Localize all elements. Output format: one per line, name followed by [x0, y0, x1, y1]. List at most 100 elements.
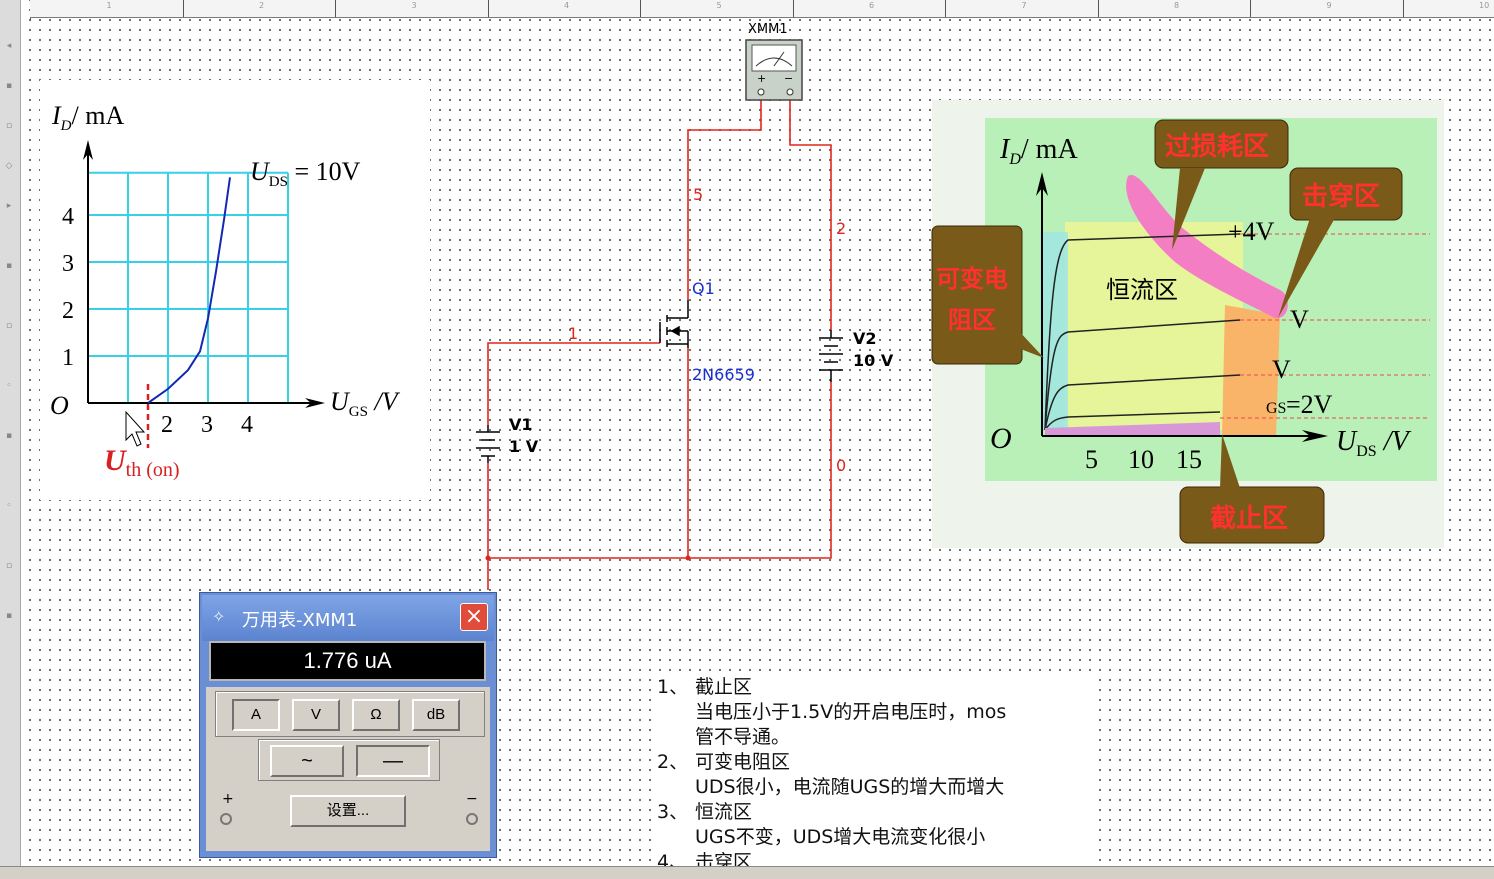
output-y-label: ID/ mA — [999, 134, 1078, 168]
svg-text:击穿区: 击穿区 — [1302, 181, 1380, 212]
note-text: 管不导通。 — [695, 726, 791, 748]
cutoff-band — [1045, 422, 1220, 436]
settings-button[interactable]: 设置... — [290, 795, 406, 827]
toolbar-item[interactable]: ▪ — [5, 611, 13, 621]
minus-terminal[interactable] — [466, 813, 478, 825]
note-number: 2、 — [657, 751, 689, 773]
toolbar-item[interactable]: ▪ — [5, 261, 13, 271]
breakdown-dashes — [1220, 233, 1430, 419]
toolbar-item[interactable]: ◇ — [5, 161, 13, 171]
svg-text:阻区: 阻区 — [948, 306, 996, 334]
wire-net-1[interactable] — [487, 342, 660, 425]
ruler-tick — [945, 0, 946, 17]
svg-text:过损耗区: 过损耗区 — [1165, 132, 1269, 162]
dc-button[interactable]: — — [356, 745, 430, 777]
note-text: 击穿区 — [695, 851, 753, 868]
callout-variable-resistance: 可变电 阻区 — [931, 225, 1044, 365]
chart-grid — [88, 171, 289, 403]
output-x-arrow — [1302, 430, 1328, 442]
svg-text:截止区: 截止区 — [1210, 504, 1288, 534]
mode-button-ampere[interactable]: A — [232, 699, 280, 731]
ruler-number: 4 — [564, 1, 570, 10]
toolbar-item[interactable]: ▪ — [5, 431, 13, 441]
curve-label-gs: GS — [1266, 400, 1286, 417]
transistor-ref: Q1 — [692, 279, 715, 298]
toolbar-item[interactable]: ▫ — [5, 321, 13, 331]
multimeter-symbol[interactable]: + − — [745, 39, 803, 101]
constant-current-label: 恒流区 — [1106, 276, 1178, 304]
note-text: UGS不变，UDS增大电流变化很小 — [695, 826, 986, 848]
x-axis-arrow — [305, 398, 325, 408]
toolbar-item[interactable]: ▪ — [5, 81, 13, 91]
net-label-1: 1 — [568, 324, 578, 343]
junction-dot — [685, 555, 691, 561]
wire-net-0[interactable] — [488, 382, 832, 559]
junction-dot — [485, 555, 491, 561]
ruler-number: 2 — [259, 1, 265, 10]
mode-button-volt[interactable]: V — [292, 699, 340, 731]
output-origin: O — [990, 422, 1012, 455]
mosfet-q1[interactable] — [659, 300, 689, 348]
ruler-tick — [792, 0, 794, 17]
plus-terminal[interactable] — [220, 813, 232, 825]
v2-value: 10 V — [853, 351, 894, 370]
threshold-label: Uth (on) — [104, 444, 180, 481]
note-number: 3、 — [657, 801, 689, 823]
battery-v2[interactable] — [819, 330, 843, 382]
v1-value: 1 V — [509, 437, 539, 456]
y-tick-label: 1 — [62, 345, 74, 371]
multimeter-controls: A V Ω dB ~ — 设置... + − — [206, 687, 490, 851]
multimeter-title: 万用表-XMM1 — [242, 610, 358, 631]
svg-text:可变电: 可变电 — [936, 265, 1008, 293]
ruler-number: 5 — [716, 1, 722, 10]
y-tick-label: 2 — [62, 298, 74, 324]
toolbar-item[interactable]: ◂ — [6, 41, 12, 51]
minus-terminal-label: − — [466, 791, 478, 807]
callout-breakdown: 击穿区 — [1278, 167, 1403, 318]
ac-button[interactable]: ~ — [270, 745, 344, 777]
multimeter-window[interactable]: ✧ 万用表-XMM1 × 1.776 uA A V Ω dB ~ — 设置...… — [199, 592, 497, 858]
origin-label: O — [50, 391, 69, 420]
x-tick-label: 2 — [161, 412, 173, 438]
y-tick-label: 3 — [62, 251, 74, 277]
battery-v1[interactable] — [476, 425, 500, 463]
note-text: 截止区 — [695, 676, 753, 698]
toolbar-item[interactable]: ▫ — [5, 561, 13, 571]
output-x-tick-15: 15 — [1176, 445, 1202, 474]
overload-band — [1126, 174, 1288, 319]
ruler-number: 9 — [1326, 1, 1332, 10]
ruler-tick — [1097, 0, 1099, 17]
wire-net-5[interactable] — [687, 100, 762, 300]
ruler-number: 10 — [1479, 1, 1490, 10]
x-tick-label: 4 — [241, 412, 253, 438]
toolbar-item[interactable]: ◦ — [6, 501, 12, 511]
condition-label: UDS = 10V — [250, 157, 361, 190]
close-button[interactable]: × — [460, 603, 488, 631]
toolbar-item[interactable]: ◦ — [6, 381, 12, 391]
mode-button-db[interactable]: dB — [412, 699, 460, 731]
y-tick-labels: 1 2 3 4 — [62, 204, 74, 371]
toolbar-item[interactable]: ▫ — [5, 121, 13, 131]
multimeter-titlebar[interactable]: ✧ 万用表-XMM1 × — [202, 595, 494, 641]
meter-plus: + — [757, 72, 766, 85]
ruler-tick — [640, 0, 641, 17]
transfer-chart-panel — [40, 80, 430, 500]
ruler-number: 6 — [869, 1, 875, 10]
toolbar-item[interactable]: ▸ — [6, 201, 12, 211]
y-tick-label: 4 — [62, 204, 74, 230]
ruler-tick — [1402, 0, 1404, 17]
mode-group — [215, 691, 485, 737]
note-text: 当电压小于1.5V的开启电压时，mos — [695, 701, 1007, 723]
note-text: 恒流区 — [695, 801, 753, 823]
output-x-label: UDS /V — [1336, 426, 1411, 460]
curve-label-3v: V — [1290, 305, 1309, 334]
wire-net-2[interactable] — [789, 100, 832, 330]
x-tick-label: 3 — [201, 412, 213, 438]
ruler-number: 8 — [1174, 1, 1180, 10]
mode-button-ohm[interactable]: Ω — [352, 699, 400, 731]
output-x-tick-10: 10 — [1128, 445, 1154, 474]
x-tick-labels: 2 3 4 — [161, 412, 253, 438]
multimeter-app-icon: ✧ — [212, 607, 226, 626]
